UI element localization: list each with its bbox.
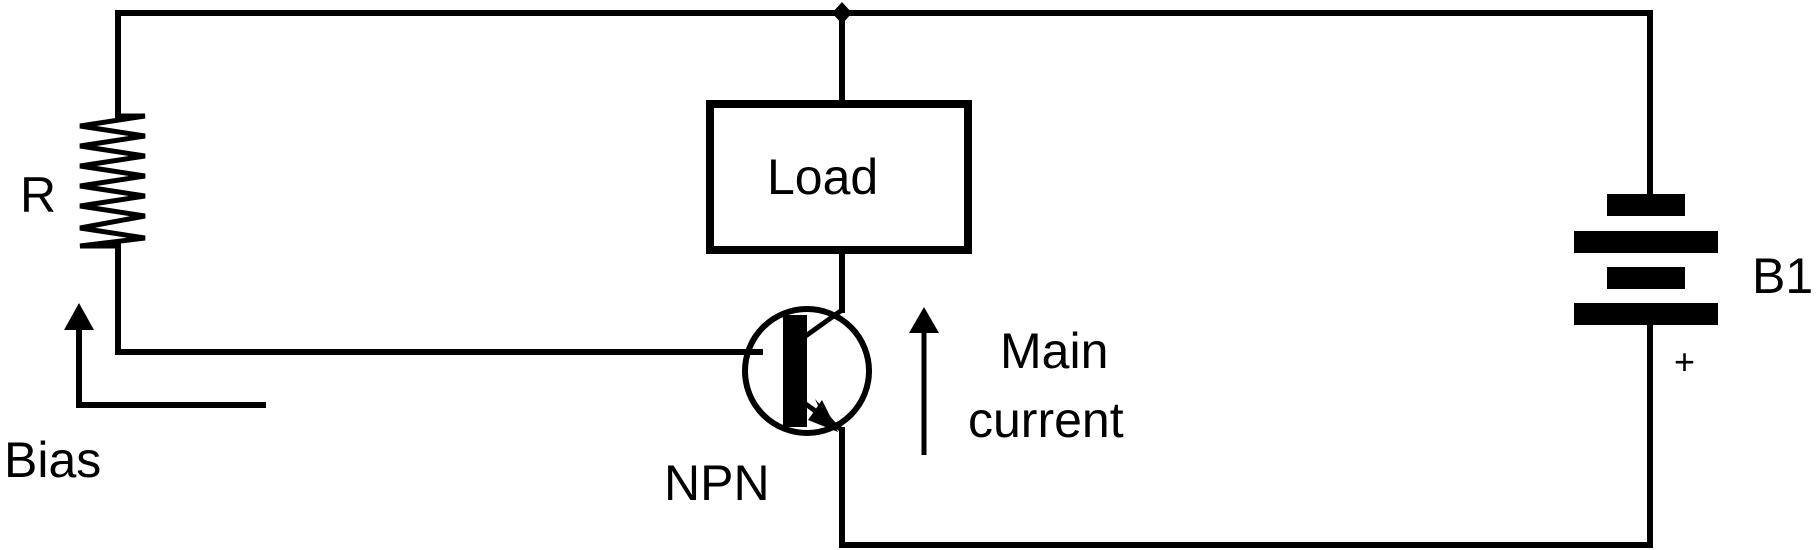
bias-label: Bias: [4, 432, 101, 488]
resistor-label: R: [20, 167, 56, 223]
left-wire-lower: [115, 243, 763, 355]
emitter-wire: [839, 317, 1653, 548]
bias-arrow-icon: [64, 303, 266, 408]
main-current-arrow-icon: [909, 307, 939, 455]
load-label: Load: [767, 149, 878, 205]
npn-transistor-icon: [742, 306, 872, 436]
resistor-icon: [79, 113, 146, 249]
transistor-label: NPN: [664, 455, 770, 511]
main-current-label-line1: Main: [1000, 323, 1108, 379]
main-current-label-line2: current: [968, 392, 1124, 448]
battery-icon: [1574, 194, 1718, 325]
battery-polarity-label: +: [1674, 341, 1695, 382]
battery-label: B1: [1752, 248, 1813, 304]
